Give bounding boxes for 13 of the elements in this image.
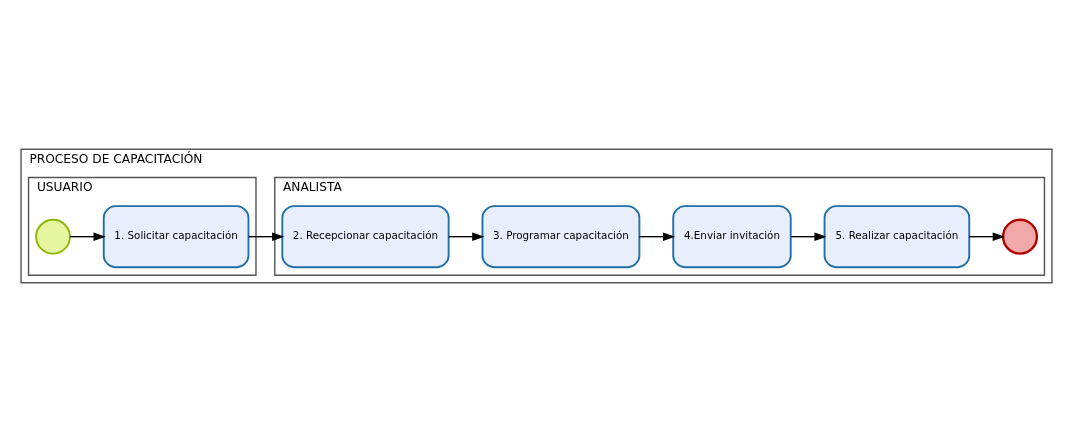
arrow [248,232,285,241]
arrow [638,232,676,241]
node-box: 5. Realizar capacitación [823,205,971,269]
node-box: 2. Recepcionar capacitación [281,205,450,269]
arrow [968,232,1005,241]
node-box: 4.Enviar invitación [672,205,792,269]
arrow [790,232,827,241]
arrow [448,232,485,241]
node-box: 3. Programar capacitación [481,205,641,269]
arrow [69,232,106,241]
node-circle [1001,218,1039,255]
node-circle [35,218,71,255]
node-box: 1. Solicitar capacitación [102,205,250,269]
